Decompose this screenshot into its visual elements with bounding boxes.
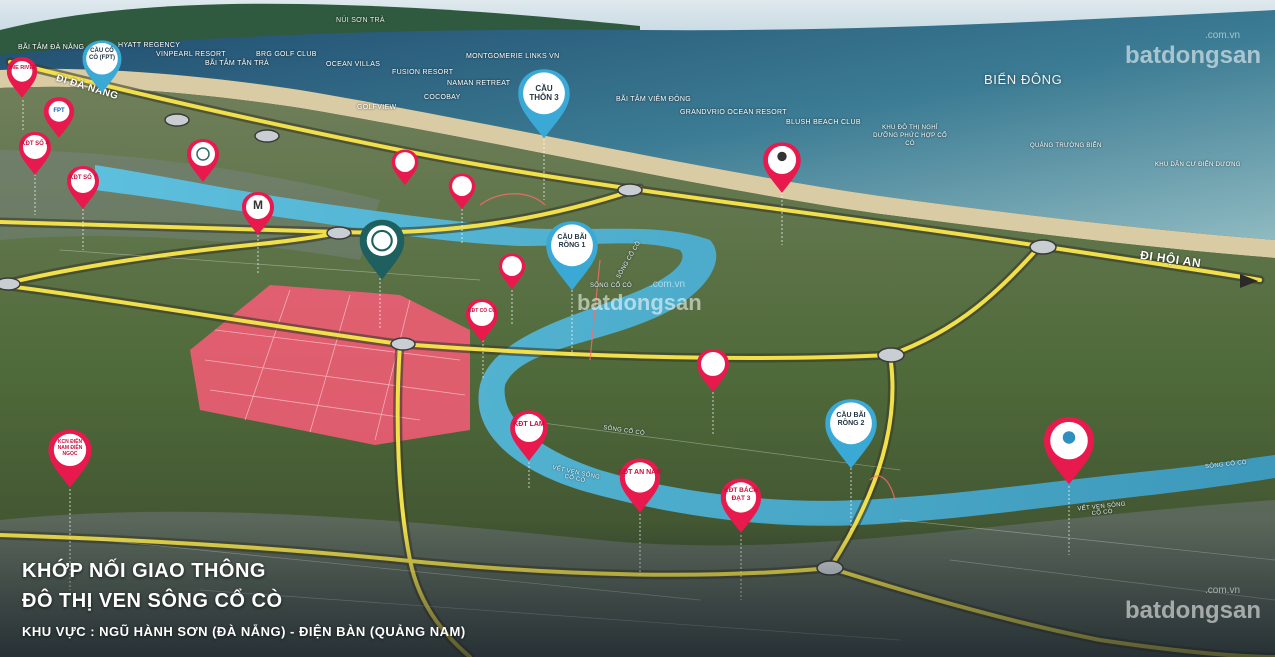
map-pin-icon [6,57,38,98]
bridge-pin-label: CẦU BÃI RỒNG 1 [557,234,587,249]
bridge-pin-label: CẦU CỔ CÒ (FPT) [89,48,115,61]
project-pin-kdt-co-co[interactable]: KĐT CỔ CÒ [464,297,500,343]
project-pin-kdt-small[interactable] [497,252,527,290]
place-label: GOLFVIEW [357,104,397,111]
map-pin-icon [466,299,498,342]
map-pin-icon [720,478,762,533]
place-label: FUSION RESORT [392,69,454,76]
page-title-line2: ĐÔ THỊ VEN SÔNG CỔ CÒ [22,590,283,612]
sea [0,10,1275,240]
map-pin-icon [510,410,548,461]
mountain-label: NÚI SƠN TRÀ [336,17,385,24]
river-label-center: SÔNG CỔ CÒ [590,283,633,289]
project-pin-kdt-lam[interactable]: KĐT LAM [507,408,551,462]
project-pin-label: FPT [53,108,65,114]
bridge-pin-label: CẦU BÃI RỒNG 2 [836,412,866,427]
place-label: GRANDVRIO OCEAN RESORT [680,109,787,116]
place-label: MONTGOMERIE LINKS VN [466,53,560,60]
project-pin-label: KĐT SỐ 4 [21,141,49,147]
map-pin-icon [43,97,75,138]
project-pin-kdt-bach-dat-3[interactable]: KĐT BÁCH ĐẠT 3 [718,476,764,534]
place-label: OCEAN VILLAS [326,61,381,68]
project-pin-rock[interactable] [760,140,804,194]
bridge-lines [479,193,896,501]
bridge-pin-thon-3[interactable]: CẦU THÔN 3 [514,66,574,140]
project-pin-m[interactable]: M [240,190,276,236]
bridge-pin-bai-rong-1[interactable]: CẦU BÃI RỒNG 1 [542,218,602,292]
watermark-center-suffix: .com.vn [650,279,686,290]
watermark-top-suffix: .com.vn [1205,30,1241,41]
place-label: BÃI TẮM ĐÀ NẴNG [18,44,85,51]
map-pin-icon [697,349,729,392]
project-pin-fpt[interactable]: FPT [42,95,76,139]
watermark-bottom-suffix: .com.vn [1205,585,1241,596]
page-title-line1: KHỚP NỐI GIAO THÔNG [22,560,266,582]
place-label: NAMAN RETREAT [447,80,511,87]
map-pin-icon [187,139,219,182]
map-pin-icon [619,458,661,513]
bridge-pin-co-co[interactable]: CẦU CỔ CÒ (FPT) [80,38,124,94]
highlight-grid [204,289,466,441]
bottom-shade [0,520,1275,657]
place-label: KHU ĐÔ THỊ NGHỈ DƯỠNG PHỨC HỢP CỔ CÒ [873,125,947,147]
page-subtitle: KHU VỰC : NGŨ HÀNH SƠN (ĐÀ NẴNG) - ĐIỆN … [22,624,466,639]
map-pin-icon [825,399,877,469]
map-pin-icon [82,40,122,93]
map-pin-icon [1043,417,1095,485]
place-label: VINPEARL RESORT [156,51,226,58]
project-pin-condotel[interactable] [447,172,477,210]
place-label: BÃI TẮM TÂN TRÀ [205,60,270,67]
place-label: QUẢNG TRƯỜNG BIỂN [1030,143,1102,149]
map-pin-icon [546,221,598,291]
place-label: BÃI TẮM VIÊM ĐÔNG [616,96,691,103]
watermark-center: batdongsan [577,290,702,315]
arrow-right-icon [1240,274,1258,288]
map-pin-icon [242,192,274,235]
project-pin-label: ONE RIVER [6,65,38,71]
project-pin-label: KĐT SỐ 7 [69,175,97,181]
project-pin-golf[interactable] [390,148,420,186]
sea-label: BIỂN ĐÔNG [984,72,1063,87]
map-pin-icon [448,173,476,210]
map-pin-icon [67,166,99,209]
place-label: BRG GOLF CLUB [256,51,317,58]
project-pin-kdt-so-7[interactable]: KĐT SỐ 7 [65,164,101,210]
project-pin-main[interactable] [356,217,408,281]
project-pin-label: KĐT LAM [513,421,545,428]
map-pin-icon [391,149,419,186]
project-pin-label: KCN ĐIỆN NAM ĐIỆN NGỌC [57,439,83,457]
project-pin-label: KĐT AN NAM [617,469,663,476]
map-pin-icon [763,142,801,193]
map-pin-icon [518,69,570,139]
project-pin-label: KĐT BÁCH ĐẠT 3 [724,487,758,502]
map-pin-icon [359,219,405,280]
watermark-bottom: batdongsan [1125,597,1261,624]
map-pin-icon [498,253,526,290]
river [95,165,1275,526]
project-pin-riverside[interactable] [695,347,731,393]
place-label: HYATT REGENCY [118,42,181,49]
project-pin-kdt-an-nam[interactable]: KĐT AN NAM [617,456,663,514]
place-label: KHU DÂN CƯ ĐIỆN DƯƠNG [1155,162,1241,168]
watermark-top: batdongsan [1125,42,1261,69]
beach [0,68,1275,258]
project-pin-kdt-so-4[interactable]: KĐT SỐ 4 [17,130,53,176]
bridge-pin-bai-rong-2[interactable]: CẦU BÃI RỒNG 2 [821,396,881,470]
map-pin-icon [19,132,51,175]
project-pin-one-river[interactable]: ONE RIVER [5,55,39,99]
project-pin-label: M [253,198,263,212]
place-label: COCOBAY [424,94,461,101]
place-label: BLUSH BEACH CLUB [786,119,861,126]
bridge-pin-label: CẦU THÔN 3 [529,84,559,102]
project-pin-resort[interactable] [185,137,221,183]
project-pin-kcn-dien-nam[interactable]: KCN ĐIỆN NAM ĐIỆN NGỌC [44,427,96,489]
project-pin-label: KĐT CỔ CÒ [467,308,497,314]
project-pin-vnp[interactable] [1040,414,1098,486]
map-pin-icon [48,429,92,488]
